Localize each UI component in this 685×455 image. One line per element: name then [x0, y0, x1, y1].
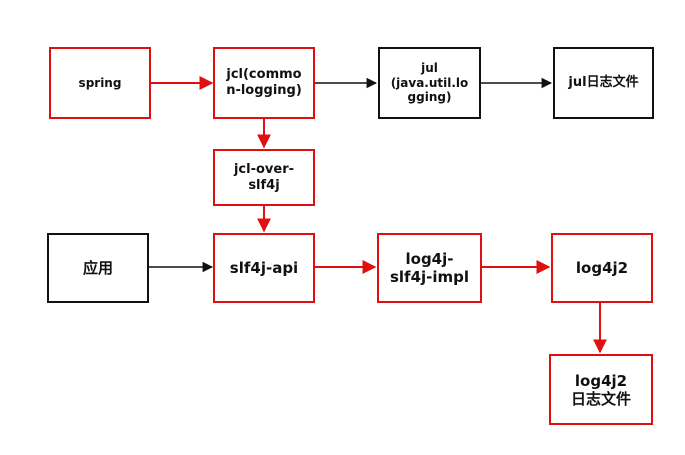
- node-log4j2: log4j2: [551, 233, 653, 303]
- node-jul-file: jul日志文件: [553, 47, 654, 119]
- node-log4j2-file: log4j2 日志文件: [549, 354, 653, 425]
- node-jul-label: jul (java.util.lo gging): [390, 61, 469, 105]
- node-spring-label: spring: [78, 75, 122, 90]
- node-jcl-over-slf4j-label: jcl-over- slf4j: [233, 161, 295, 193]
- node-jcl-over-slf4j: jcl-over- slf4j: [213, 149, 315, 206]
- node-slf4j-api-label: slf4j-api: [229, 259, 299, 277]
- node-app-label: 应用: [82, 259, 113, 277]
- node-log4j-slf4j-impl: log4j- slf4j-impl: [377, 233, 482, 303]
- node-log4j-slf4j-impl-label: log4j- slf4j-impl: [389, 250, 470, 286]
- node-jul: jul (java.util.lo gging): [378, 47, 481, 119]
- node-spring: spring: [49, 47, 151, 119]
- node-slf4j-api: slf4j-api: [213, 233, 315, 303]
- node-jul-file-label: jul日志文件: [568, 75, 639, 91]
- node-log4j2-label: log4j2: [575, 259, 629, 277]
- node-jcl: jcl(commo n-logging): [213, 47, 315, 119]
- node-app: 应用: [47, 233, 149, 303]
- node-jcl-label: jcl(commo n-logging): [226, 67, 302, 98]
- node-log4j2-file-label: log4j2 日志文件: [570, 371, 631, 408]
